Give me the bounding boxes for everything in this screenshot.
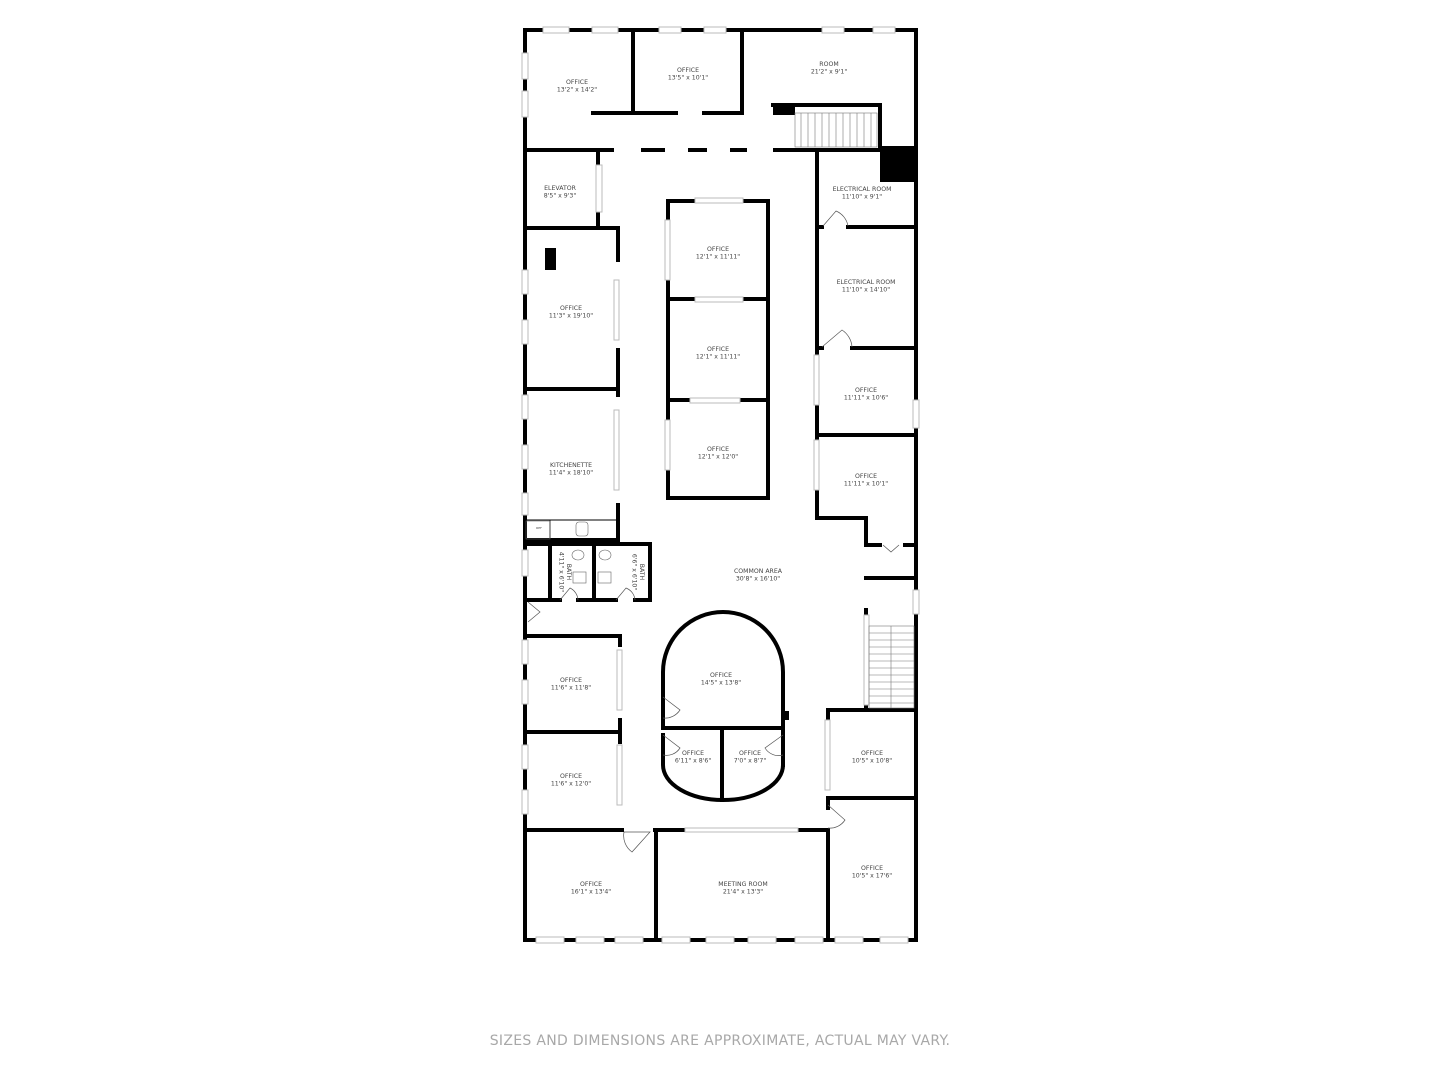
door-bottom-left [623,831,651,853]
door-closet [882,544,900,553]
structural-columns [545,103,914,720]
door-left-hall [527,601,541,623]
room-label-bath-2: BATH6'6" x 6'10" [631,554,646,591]
stairs-top [794,112,878,148]
door-bath-1 [559,587,579,601]
door-electrical-2 [821,329,853,348]
door-bath-2 [615,587,636,601]
door-right-office [827,804,846,829]
doors [527,210,900,853]
fixtures [525,520,612,584]
door-small-2 [764,734,784,756]
windows [521,26,920,944]
door-electrical-1 [822,210,849,227]
door-oval [662,696,681,719]
room-label-bath-1: BATH4'11" x 6'10" [558,552,573,592]
door-small-1 [662,734,681,756]
disclaimer-text: SIZES AND DIMENSIONS ARE APPROXIMATE, AC… [489,1033,951,1049]
fixture-label-ref-label: REF [536,526,542,530]
stairs-right [868,625,915,709]
